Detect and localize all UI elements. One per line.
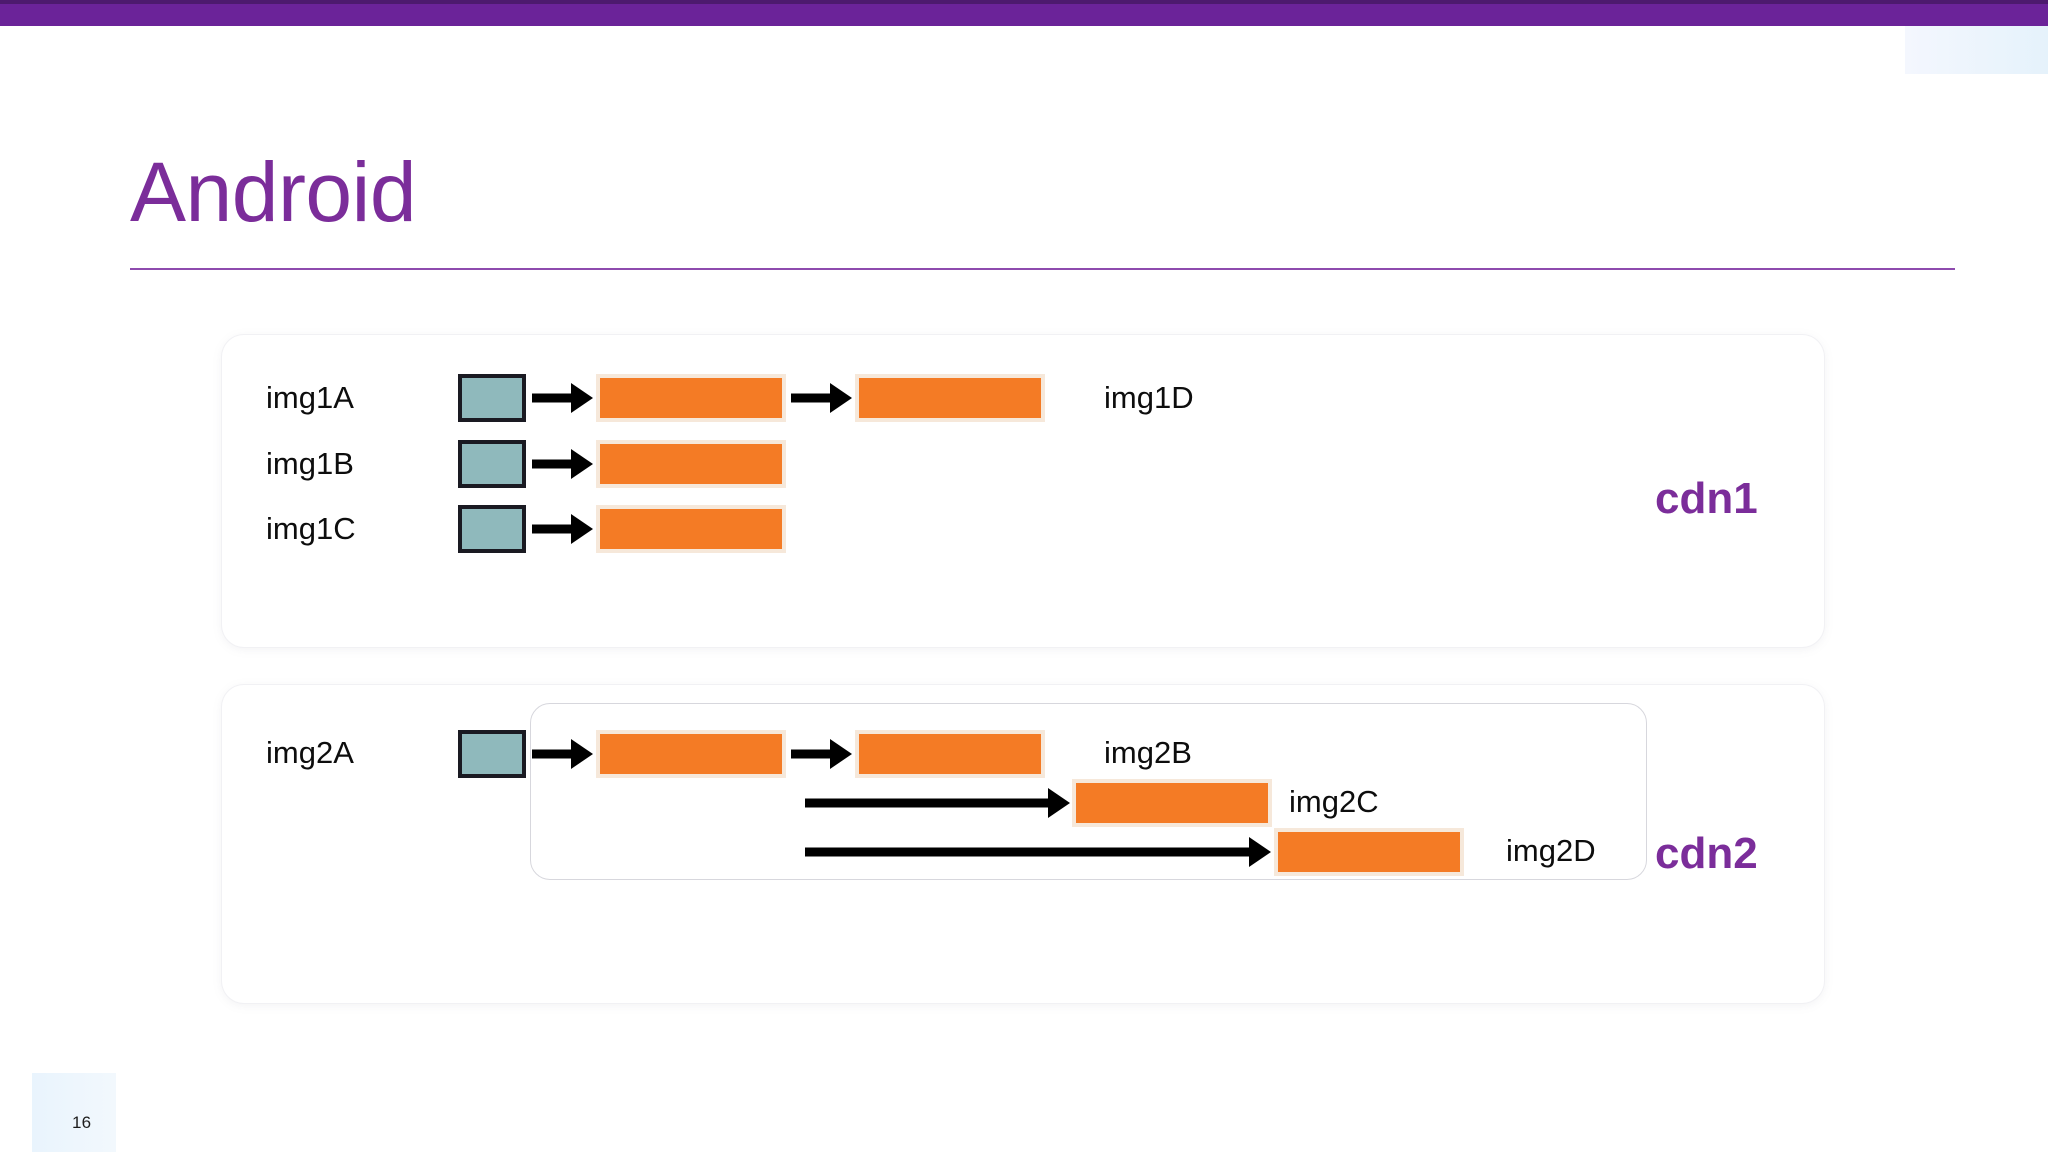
cdn2-inner-group-box [530,703,1647,880]
title-underline-rule [130,268,1955,270]
teal-box-img1C [458,505,526,553]
orange-bar-img2A-1 [596,730,786,778]
end-label-img1D: img1D [1104,380,1194,415]
row-label-img2B: img2B [1104,735,1192,770]
slide-top-accent-bar [0,0,2048,26]
cdn-label-cdn1: cdn1 [1655,474,1758,523]
page-number: 16 [72,1113,92,1132]
bottom-left-decoration [32,1073,116,1152]
row-label-img2C: img2C [1289,784,1379,819]
row-label-img2D: img2D [1506,833,1596,868]
orange-bar-img1A-2 [855,374,1045,422]
teal-box-img1B [458,440,526,488]
orange-bar-img1A-1 [596,374,786,422]
orange-bar-img2C-1 [1072,779,1272,827]
orange-bar-img1B-1 [596,440,786,488]
teal-box-img1A [458,374,526,422]
row-label-img1A: img1A [266,380,354,415]
page-title: Android [130,145,417,239]
orange-bar-img2D-1 [1274,828,1464,876]
orange-bar-img2A-2 [855,730,1045,778]
teal-box-img2A [458,730,526,778]
row-label-img1C: img1C [266,511,356,546]
top-right-decoration [1905,26,2048,74]
orange-bar-img1C-1 [596,505,786,553]
row-label-img2A: img2A [266,735,354,770]
row-label-img1B: img1B [266,446,354,481]
cdn-label-cdn2: cdn2 [1655,829,1758,878]
